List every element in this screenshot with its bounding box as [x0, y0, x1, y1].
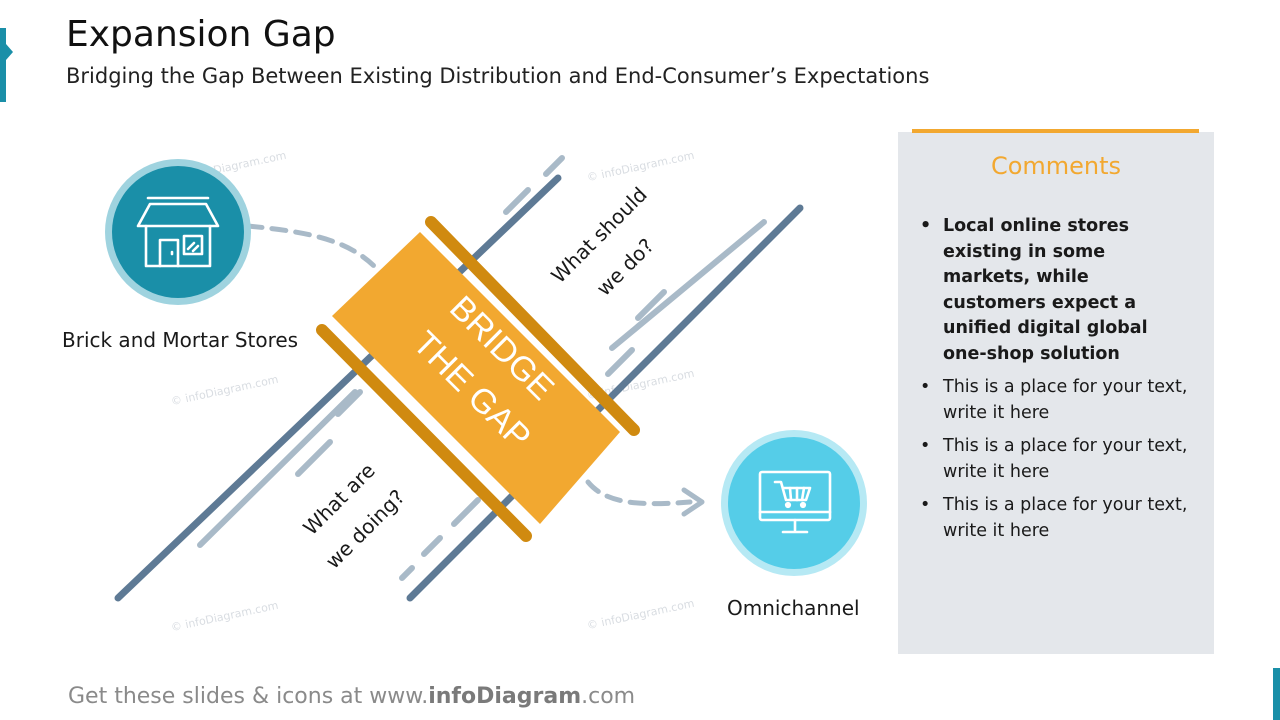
road-dash	[421, 535, 443, 557]
title-accent-notch	[6, 44, 13, 60]
comment-item: • This is a place for your text, write it…	[918, 434, 1190, 485]
comment-text: This is a place for your text, write it …	[943, 436, 1188, 482]
comments-panel-accent	[912, 129, 1199, 133]
bullet-icon: •	[920, 216, 932, 236]
store-icon	[136, 196, 220, 268]
comment-text: This is a place for your text, write it …	[943, 495, 1188, 541]
road-dash	[635, 289, 667, 321]
road-dash	[399, 565, 415, 581]
road-dash	[605, 347, 635, 377]
bullet-icon: •	[920, 377, 931, 397]
road-dash	[451, 497, 481, 527]
page-title: Expansion Gap	[66, 14, 336, 55]
road-dash	[295, 439, 333, 477]
store-label: Brick and Mortar Stores	[62, 328, 299, 352]
road-edge-left	[114, 174, 562, 602]
comment-item: • Local online stores existing in some ma…	[918, 214, 1190, 367]
comment-text: Local online stores existing in some mar…	[943, 216, 1148, 364]
corner-accent-bar	[1273, 668, 1280, 720]
arrow-head	[681, 487, 705, 517]
road-dash	[503, 187, 531, 215]
bullet-icon: •	[920, 495, 931, 515]
comments-list: • Local online stores existing in some ma…	[918, 214, 1190, 552]
road-dash	[543, 155, 565, 177]
comment-text: This is a place for your text, write it …	[943, 377, 1188, 423]
bridge-deck	[332, 232, 620, 524]
store-node	[105, 159, 251, 305]
footer-link[interactable]: Get these slides & icons at www.infoDiag…	[68, 684, 635, 709]
bridge-rail-top	[425, 216, 640, 436]
title-accent-bar	[0, 28, 6, 102]
dashed-connector-left	[245, 223, 381, 273]
footer-prefix: Get these slides & icons at www.	[68, 684, 429, 709]
footer-brand: infoDiagram	[428, 684, 582, 709]
computer-cart-icon	[758, 470, 832, 534]
comments-title: Comments	[990, 152, 1122, 180]
comment-item: • This is a place for your text, write it…	[918, 493, 1190, 544]
footer-suffix: .com	[581, 684, 636, 709]
road-edge-right-inner	[609, 219, 767, 351]
omnichannel-label: Omnichannel	[727, 596, 860, 620]
page-subtitle: Bridging the Gap Between Existing Distri…	[66, 64, 930, 88]
road-dash	[335, 389, 363, 417]
bridge-rail-bottom	[316, 324, 532, 542]
comment-item: • This is a place for your text, write it…	[918, 375, 1190, 426]
dashed-connector-right	[585, 479, 693, 507]
omnichannel-node	[721, 430, 867, 576]
comments-panel	[898, 132, 1214, 654]
bullet-icon: •	[920, 436, 931, 456]
road-edge-left-inner	[197, 389, 358, 548]
